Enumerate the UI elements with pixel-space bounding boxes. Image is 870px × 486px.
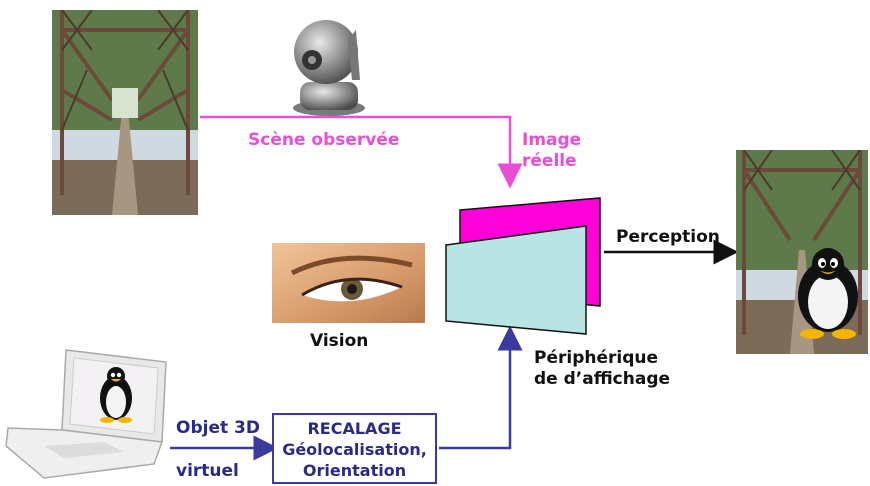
bridge-photo-left [52, 10, 198, 215]
image-reelle-label-line2: réelle [522, 151, 577, 171]
objet-3d-label: Objet 3D [176, 418, 260, 438]
perception-label: Perception [616, 227, 720, 247]
scene-observee-label: Scène observée [248, 130, 399, 150]
display-device [444, 190, 604, 340]
virtual-image-screen [446, 226, 586, 334]
recalage-to-display-arrow [439, 338, 510, 448]
image-reelle-label-line1: Image [522, 130, 581, 150]
laptop-icon [4, 346, 174, 482]
recalage-line-geolocalisation: Géolocalisation, [274, 439, 435, 460]
eye-photo [272, 243, 425, 323]
recalage-title: RECALAGE [274, 418, 435, 439]
bridge-photo-right [736, 150, 868, 354]
webcam-icon [282, 10, 377, 116]
vision-label: Vision [310, 331, 368, 351]
peripherique-label-line2: de d’affichage [534, 369, 670, 389]
peripherique-label-line1: Périphérique [534, 348, 658, 368]
recalage-line-orientation: Orientation [274, 460, 435, 481]
recalage-box: RECALAGE Géolocalisation, Orientation [272, 413, 437, 484]
virtuel-label: virtuel [176, 461, 239, 481]
